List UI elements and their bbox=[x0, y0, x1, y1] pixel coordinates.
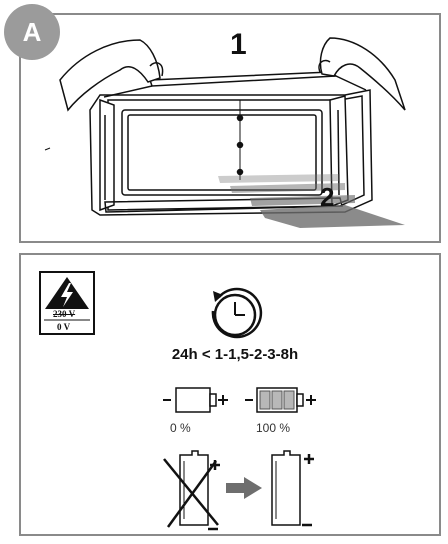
device-frame bbox=[89, 71, 373, 216]
step-2-label: 2 bbox=[320, 182, 335, 212]
replace-arrow-icon bbox=[226, 477, 262, 499]
step-1-label: 1 bbox=[230, 28, 247, 61]
slide-out-motion bbox=[218, 174, 405, 228]
step-badge: A bbox=[4, 4, 60, 60]
new-battery-icon bbox=[271, 450, 314, 527]
battery-empty-icon bbox=[163, 387, 228, 413]
battery-full-icon bbox=[245, 387, 316, 413]
old-battery-crossed-icon bbox=[163, 450, 220, 531]
battery-full-label: 100 % bbox=[256, 421, 291, 435]
voltage-old-label: 230 V bbox=[53, 309, 76, 319]
charging-duration-text: 24h < 1-1,5-2-3-8h bbox=[171, 346, 299, 363]
timer-clock-icon bbox=[211, 287, 263, 339]
battery-empty-label: 0 % bbox=[170, 421, 191, 435]
device-removal-illustration bbox=[44, 37, 406, 228]
high-voltage-warning-icon bbox=[39, 271, 95, 335]
voltage-new-label: 0 V bbox=[57, 322, 71, 332]
hands bbox=[59, 37, 406, 112]
